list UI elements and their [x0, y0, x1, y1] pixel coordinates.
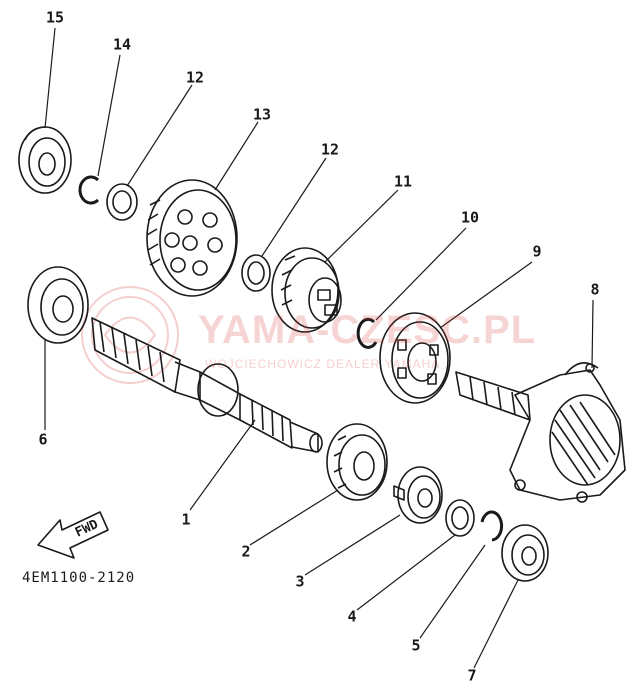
watermark-text: YAMA-CZESC.PL — [198, 308, 537, 352]
watermark-subtext: WOJCIECHOWICZ DEALER YAMAHA — [205, 357, 441, 371]
part-1-main-axle — [91, 317, 323, 453]
part-2-gear — [326, 423, 388, 501]
part-15-bearing — [18, 126, 72, 194]
callout-14: 14 — [112, 35, 132, 54]
callout-5: 5 — [411, 636, 421, 655]
callout-6: 6 — [38, 430, 48, 449]
callout-11: 11 — [393, 172, 413, 191]
part-9-gear — [379, 312, 451, 404]
callout-9: 9 — [532, 242, 542, 261]
fwd-arrow — [37, 511, 109, 559]
callout-8: 8 — [590, 280, 600, 299]
part-6-bearing — [27, 266, 89, 344]
part-12-washer-lower — [241, 254, 271, 292]
part-4-washer — [445, 499, 475, 537]
callout-1: 1 — [181, 510, 191, 529]
part-code: 4EM1100-2120 — [22, 570, 136, 586]
watermark-logo — [81, 286, 179, 384]
callout-10: 10 — [460, 208, 480, 227]
leader-lines — [44, 27, 594, 669]
callout-12-upper: 12 — [185, 68, 205, 87]
part-7-bearing — [501, 524, 549, 582]
callout-7: 7 — [467, 666, 477, 685]
callout-12-lower: 12 — [320, 140, 340, 159]
callout-4: 4 — [347, 607, 357, 626]
part-5-circlip — [480, 510, 504, 542]
part-3-gear — [393, 466, 443, 524]
callout-2: 2 — [241, 542, 251, 561]
part-12-washer-upper — [106, 183, 138, 221]
callout-15: 15 — [45, 8, 65, 27]
part-13-gear — [146, 179, 238, 297]
callout-3: 3 — [295, 572, 305, 591]
part-8-output-shaft — [455, 362, 626, 503]
part-14-circlip — [78, 175, 100, 205]
part-11-gear — [271, 247, 342, 333]
callout-13: 13 — [252, 105, 272, 124]
part-10-circlip — [356, 317, 378, 349]
